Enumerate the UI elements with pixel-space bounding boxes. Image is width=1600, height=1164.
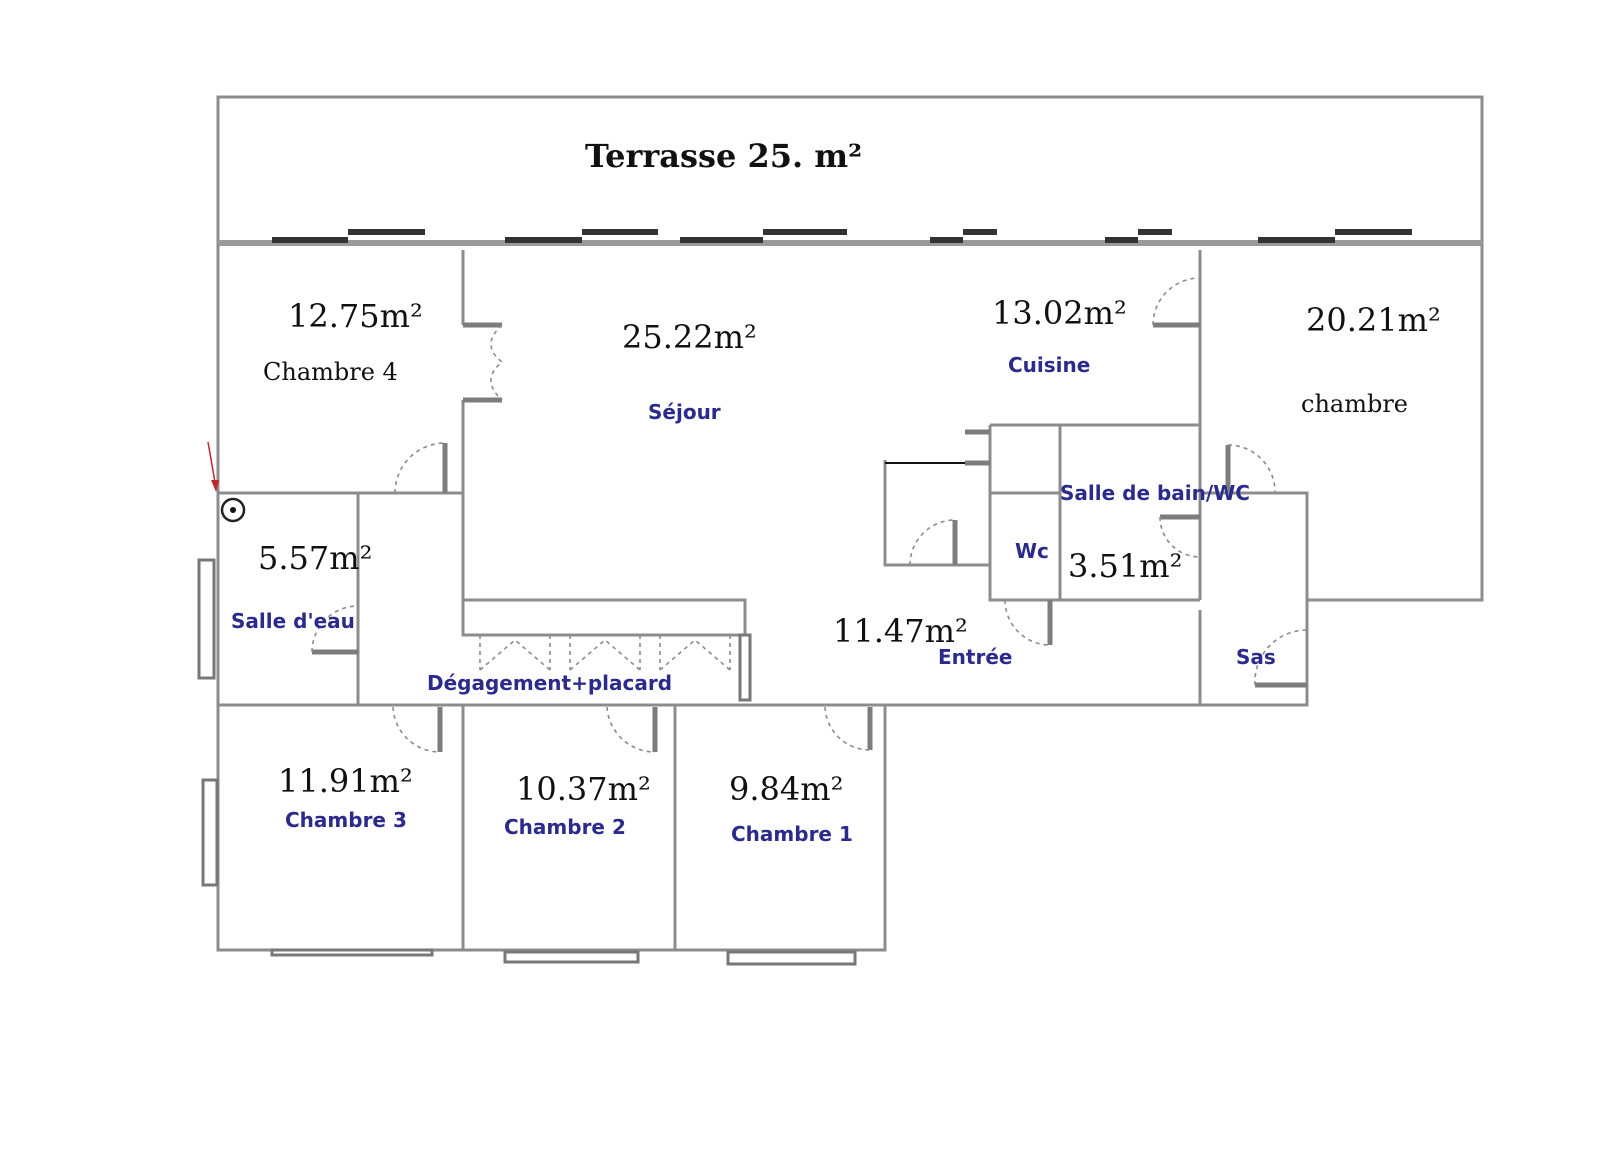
- sejour-label: Séjour: [648, 400, 721, 424]
- chambre4-label: Chambre 4: [263, 358, 398, 386]
- chambre-area: 20.21m²: [1306, 301, 1441, 339]
- sejour-area: 25.22m²: [622, 318, 757, 356]
- chambre2-area: 10.37m²: [516, 770, 651, 808]
- windows: [197, 558, 857, 966]
- salle-eau-area: 5.57m²: [258, 539, 372, 577]
- walls: [216, 245, 1484, 952]
- bay-windows: [272, 229, 1412, 243]
- cuisine-label: Cuisine: [1008, 353, 1090, 377]
- chambre4-area: 12.75m²: [288, 297, 423, 335]
- salle-eau-label: Salle d'eau: [231, 609, 355, 633]
- entree-label: Entrée: [938, 645, 1012, 669]
- salle-bain-label: Salle de bain/WC: [1060, 481, 1250, 505]
- degagement-label: Dégagement+placard: [427, 671, 672, 695]
- sas-label: Sas: [1236, 645, 1276, 669]
- entree-area: 11.47m²: [833, 612, 968, 650]
- chambre1-area: 9.84m²: [729, 770, 843, 808]
- terrace-title: Terrasse 25. m²: [585, 137, 862, 175]
- chambre-label: chambre: [1301, 390, 1408, 418]
- terrace: [216, 95, 1484, 246]
- chambre1-label: Chambre 1: [731, 822, 853, 846]
- salle-bain-area: 3.51m²: [1068, 547, 1182, 585]
- chambre3-label: Chambre 3: [285, 808, 407, 832]
- chambre3-area: 11.91m²: [278, 762, 413, 800]
- cuisine-area: 13.02m²: [992, 294, 1127, 332]
- wc-label: Wc: [1015, 539, 1049, 563]
- doors: [311, 277, 1308, 753]
- entry-marker: [207, 441, 246, 523]
- chambre2-label: Chambre 2: [504, 815, 626, 839]
